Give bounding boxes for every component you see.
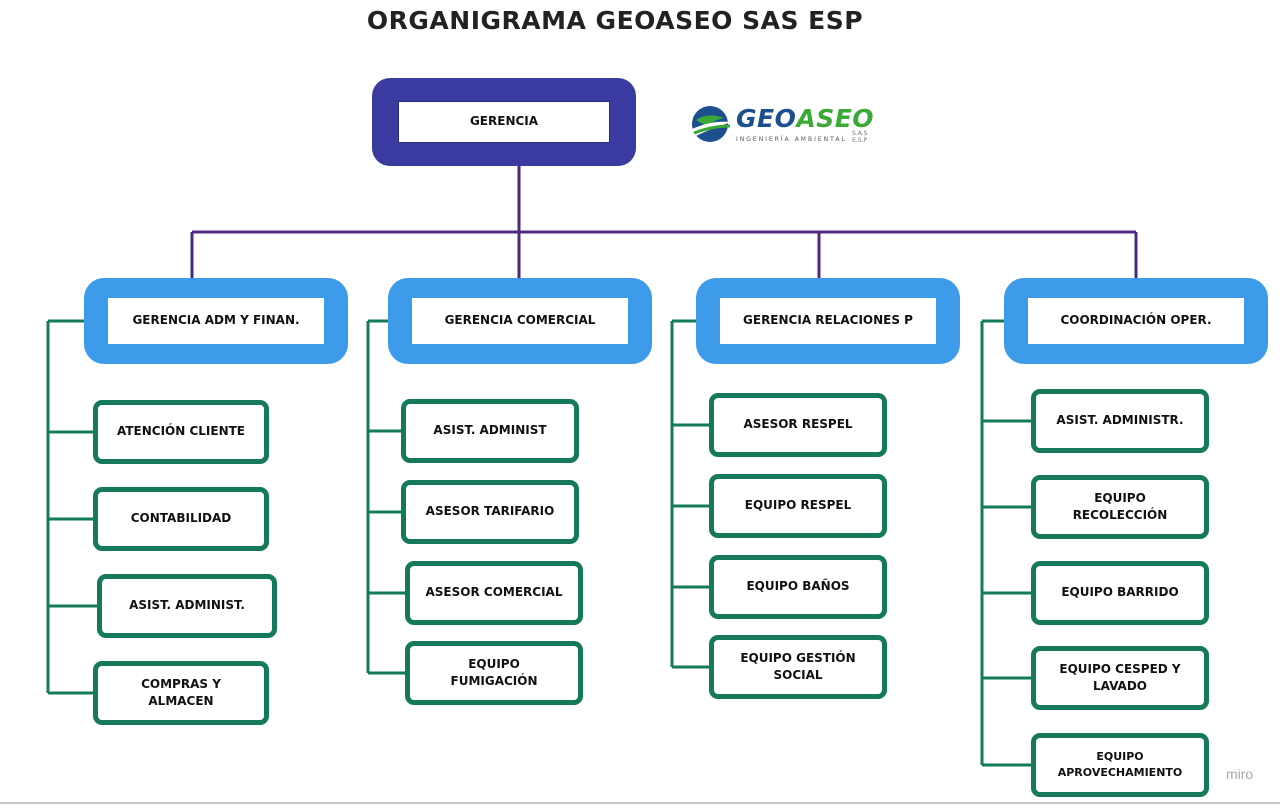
globe-swoosh-icon — [690, 106, 732, 142]
node-dept-relaciones[interactable]: GERENCIA RELACIONES P — [696, 278, 960, 364]
node-asesor-respel[interactable]: ASESOR RESPEL — [709, 393, 887, 457]
node-equipo-recoleccion[interactable]: EQUIPO RECOLECCIÓN — [1031, 475, 1209, 539]
node-asist-administ-comercial[interactable]: ASIST. ADMINIST — [401, 399, 579, 463]
node-dept-adm-finan-label: GERENCIA ADM Y FINAN. — [108, 298, 324, 344]
logo-tagline: INGENIERÍA AMBIENTAL — [736, 136, 847, 143]
node-gerencia[interactable]: GERENCIA — [372, 78, 636, 166]
node-asesor-comercial[interactable]: ASESOR COMERCIAL — [405, 561, 583, 625]
node-equipo-gestion-social[interactable]: EQUIPO GESTIÓN SOCIAL — [709, 635, 887, 699]
node-atencion-cliente[interactable]: ATENCIÓN CLIENTE — [93, 400, 269, 464]
geoaseo-logo: GEOASEO S.A.S E.S.P INGENIERÍA AMBIENTAL — [684, 98, 884, 156]
node-asesor-tarifario[interactable]: ASESOR TARIFARIO — [401, 480, 579, 544]
node-equipo-respel[interactable]: EQUIPO RESPEL — [709, 474, 887, 538]
chart-title: ORGANIGRAMA GEOASEO SAS ESP — [366, 6, 864, 35]
node-dept-relaciones-label: GERENCIA RELACIONES P — [720, 298, 936, 344]
node-gerencia-label: GERENCIA — [398, 101, 610, 143]
bottom-divider — [0, 802, 1280, 804]
node-equipo-fumigacion[interactable]: EQUIPO FUMIGACIÓN — [405, 641, 583, 705]
node-equipo-aprovechamiento[interactable]: EQUIPO APROVECHAMIENTO — [1031, 733, 1209, 797]
node-equipo-banos[interactable]: EQUIPO BAÑOS — [709, 555, 887, 619]
node-asist-administ-adm[interactable]: ASIST. ADMINIST. — [97, 574, 277, 638]
node-dept-comercial-label: GERENCIA COMERCIAL — [412, 298, 628, 344]
node-dept-coordinacion[interactable]: COORDINACIÓN OPER. — [1004, 278, 1268, 364]
node-dept-comercial[interactable]: GERENCIA COMERCIAL — [388, 278, 652, 364]
logo-suffix: S.A.S E.S.P — [852, 130, 868, 144]
node-dept-adm-finan[interactable]: GERENCIA ADM Y FINAN. — [84, 278, 348, 364]
node-equipo-cesped-lavado[interactable]: EQUIPO CESPED Y LAVADO — [1031, 646, 1209, 710]
node-contabilidad[interactable]: CONTABILIDAD — [93, 487, 269, 551]
node-equipo-barrido[interactable]: EQUIPO BARRIDO — [1031, 561, 1209, 625]
logo-part2: ASEO — [796, 104, 875, 133]
node-asist-administr[interactable]: ASIST. ADMINISTR. — [1031, 389, 1209, 453]
branch-connectors — [46, 319, 1033, 767]
trunk-connectors — [190, 162, 1138, 280]
logo-part1: GEO — [736, 104, 797, 133]
node-compras-almacen[interactable]: COMPRAS Y ALMACEN — [93, 661, 269, 725]
node-dept-coordinacion-label: COORDINACIÓN OPER. — [1028, 298, 1244, 344]
miro-watermark: miro — [1226, 766, 1254, 782]
